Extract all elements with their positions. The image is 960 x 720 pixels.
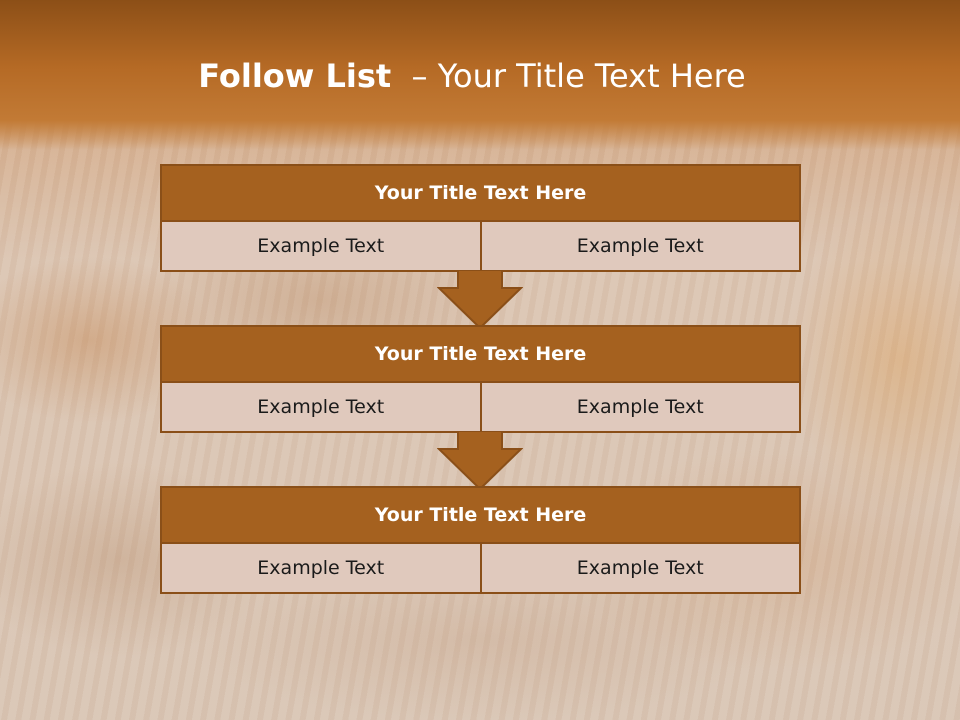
list-block-3: Your Title Text Here Example Text Exampl… [160,486,801,594]
block-title: Your Title Text Here [160,486,801,544]
list-block-2: Your Title Text Here Example Text Exampl… [160,325,801,433]
block-cell-right: Example Text [481,544,801,594]
block-row: Example Text Example Text [160,383,801,433]
title-bold: Follow List [198,57,392,95]
block-cell-left: Example Text [160,383,482,433]
block-row: Example Text Example Text [160,544,801,594]
block-cell-left: Example Text [160,222,482,272]
down-arrow-icon [437,270,523,330]
header-band [0,0,960,150]
block-title: Your Title Text Here [160,164,801,222]
block-title: Your Title Text Here [160,325,801,383]
title-rest: – Your Title Text Here [391,57,746,95]
down-arrow-icon [437,431,523,491]
block-cell-right: Example Text [481,383,801,433]
block-cell-left: Example Text [160,544,482,594]
page-title: Follow List – Your Title Text Here [0,52,944,100]
block-cell-right: Example Text [481,222,801,272]
block-row: Example Text Example Text [160,222,801,272]
list-block-1: Your Title Text Here Example Text Exampl… [160,164,801,272]
